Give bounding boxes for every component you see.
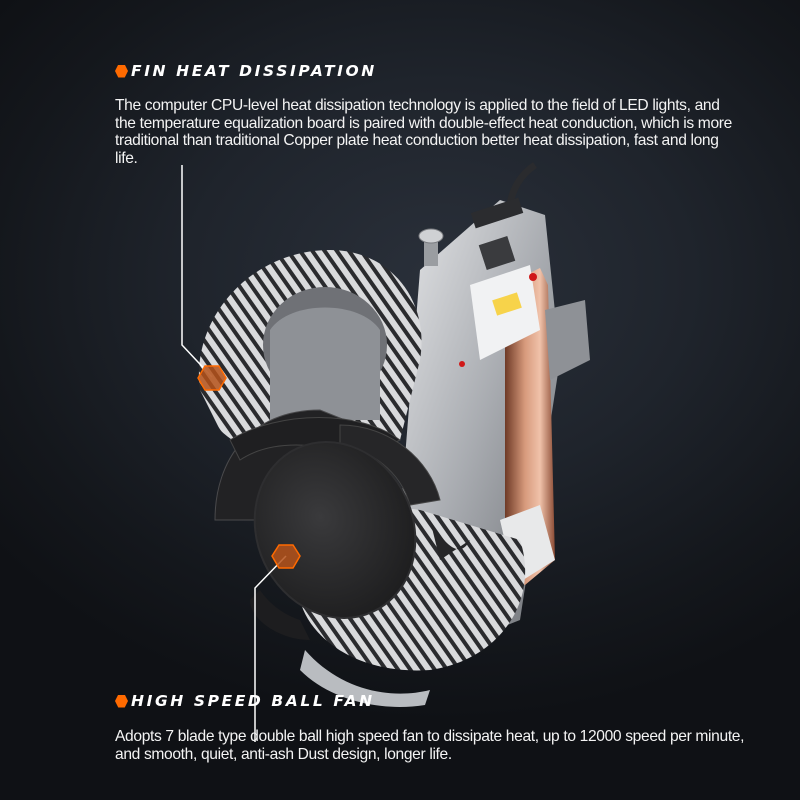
copper-heat-pipe bbox=[505, 268, 555, 585]
heading-text: HIGH SPEED BALL FAN bbox=[131, 692, 375, 710]
heat-sink-fins-upper bbox=[198, 250, 422, 462]
section-description: The computer CPU-level heat dissipation … bbox=[115, 97, 732, 167]
led-chip bbox=[492, 292, 522, 316]
orange-hexagon-bullet-icon bbox=[115, 694, 128, 708]
section-high-speed-ball-fan: HIGH SPEED BALL FAN Adopts 7 blade type … bbox=[115, 692, 755, 763]
section-fin-heat-dissipation: FIN HEAT DISSIPATION The computer CPU-le… bbox=[115, 62, 735, 167]
heading-text: FIN HEAT DISSIPATION bbox=[131, 62, 377, 80]
section-heading: HIGH SPEED BALL FAN bbox=[115, 692, 755, 710]
section-heading: FIN HEAT DISSIPATION bbox=[115, 62, 735, 80]
adjustment-screw bbox=[418, 228, 444, 266]
fan-7-blade bbox=[214, 409, 470, 640]
orange-hexagon-bullet-icon bbox=[115, 64, 128, 78]
section-description: Adopts 7 blade type double ball high spe… bbox=[115, 728, 745, 763]
power-wire bbox=[506, 162, 538, 206]
